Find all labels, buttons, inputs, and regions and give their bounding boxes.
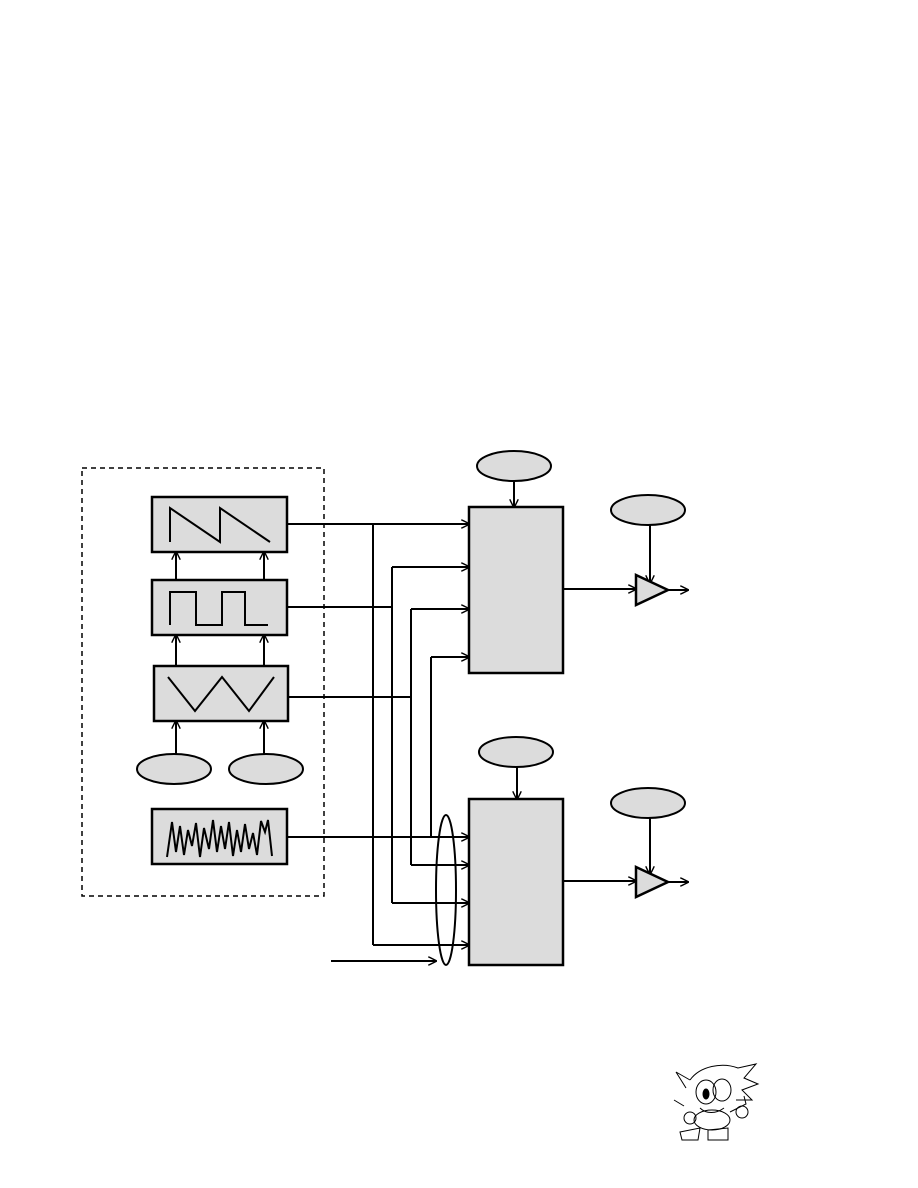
amplifier-2-control-oval	[610, 787, 686, 819]
signal-bus	[372, 524, 432, 945]
amplifier-1-triangle-icon	[634, 573, 671, 607]
mixer-1-block	[467, 505, 565, 675]
mixer-1-control-oval	[476, 450, 552, 482]
square-wave-icon	[169, 591, 268, 626]
mixer-1-inputs	[392, 567, 469, 657]
generator-control-oval-left	[136, 753, 212, 785]
hedgehog-mascot-icon	[673, 1063, 760, 1141]
mixer-2-control-oval	[478, 736, 554, 768]
generator-control-oval-right	[228, 753, 304, 785]
noise-generator-block	[150, 807, 289, 866]
noise-wave-icon	[166, 819, 273, 858]
sawtooth-generator-block	[150, 495, 289, 554]
amplifier-1-control-oval	[610, 494, 686, 526]
square-generator-block	[150, 578, 289, 637]
mixer-2-inputs	[331, 865, 469, 961]
generator-links	[176, 552, 264, 754]
triangle-generator-block	[152, 664, 290, 723]
sawtooth-wave-icon	[169, 506, 271, 544]
generator-group-boundary	[81, 467, 325, 897]
generator-output-lines	[287, 524, 469, 837]
triangle-wave-icon	[167, 675, 275, 713]
input-group-ellipse	[435, 814, 457, 966]
mixer-2-block	[467, 797, 565, 967]
amplifier-2-triangle-icon	[634, 865, 671, 899]
